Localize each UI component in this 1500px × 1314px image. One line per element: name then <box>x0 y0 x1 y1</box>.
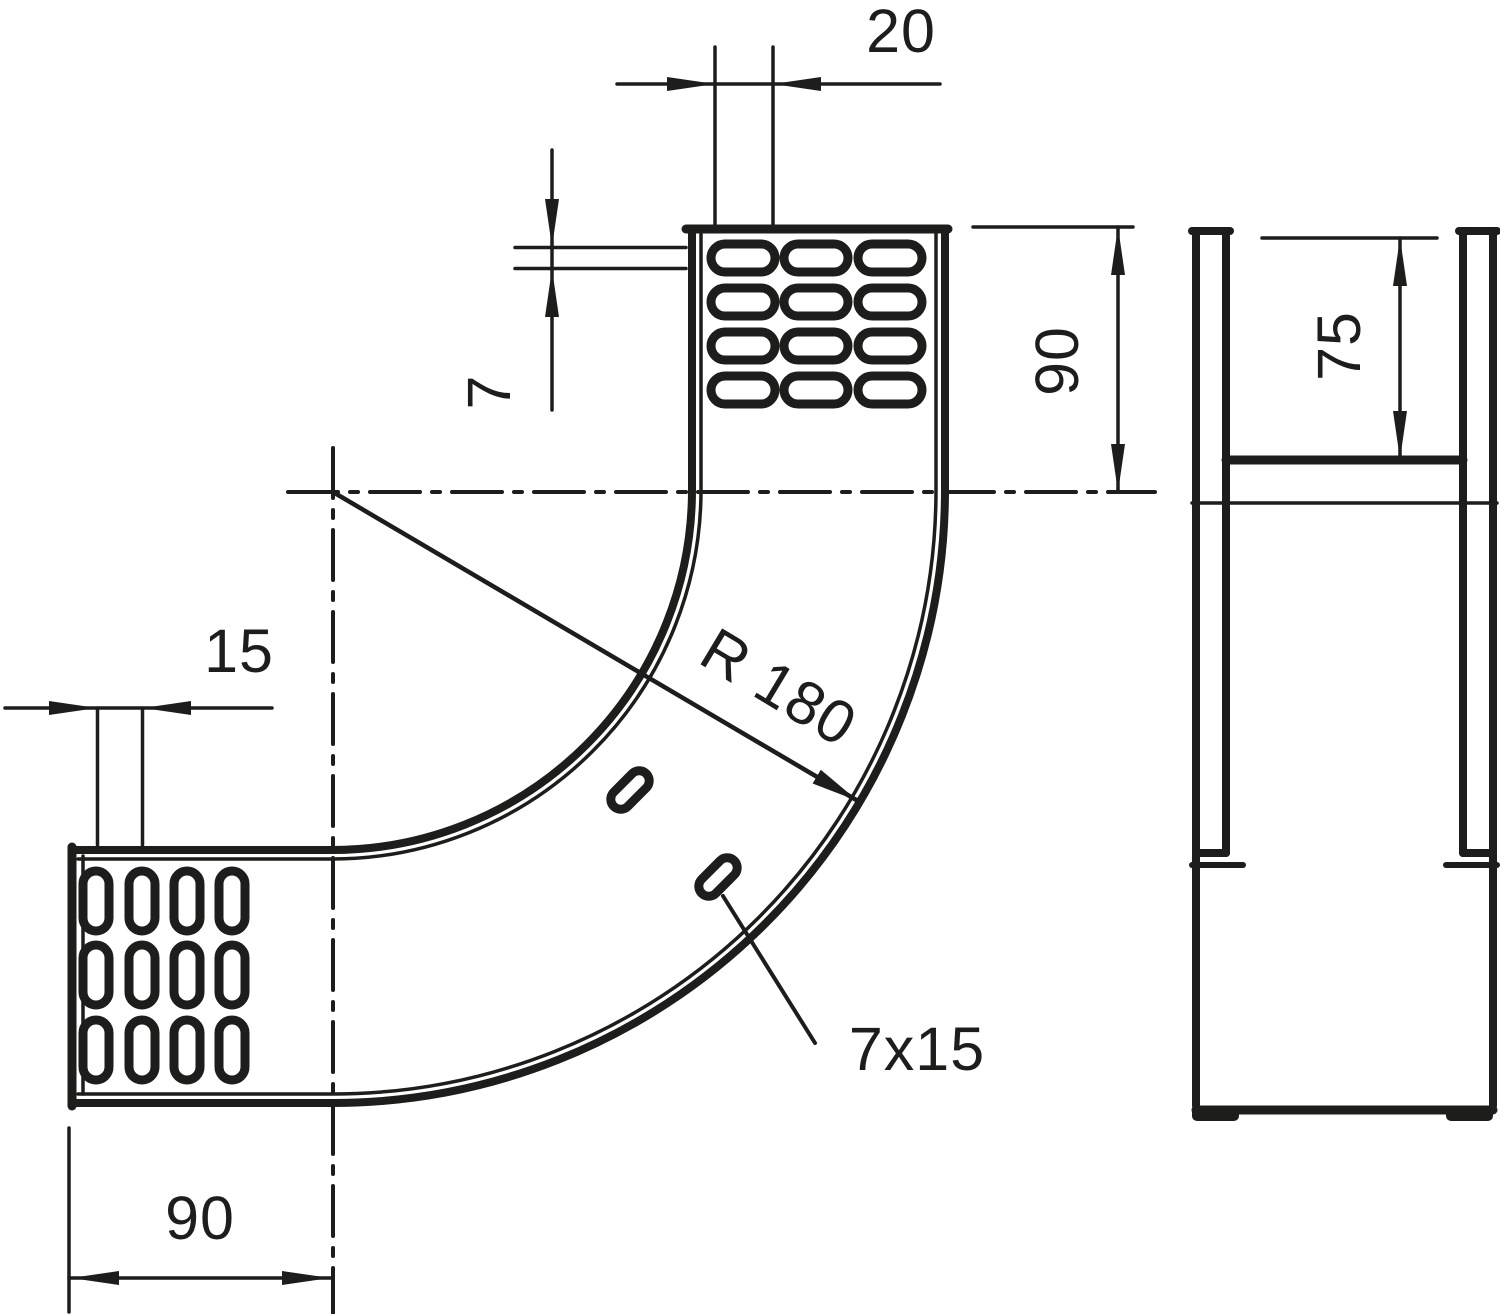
inner-wall-thick <box>68 227 696 854</box>
side-arrowheads <box>1393 238 1407 459</box>
side-feet <box>1192 1106 1493 1121</box>
centerlines <box>286 446 1157 1314</box>
radius-line <box>330 489 861 804</box>
dim-bend-radius <box>330 489 861 804</box>
tray-perforations <box>78 866 250 1085</box>
dim-slot-height <box>513 148 688 412</box>
dim-label-slot-length: 20 <box>866 0 936 65</box>
outer-wall-thin <box>76 231 938 1096</box>
dim-label-inner-depth: 75 <box>1305 311 1373 381</box>
side-right-rail <box>1443 227 1500 1110</box>
inner-wall-thin <box>76 231 703 861</box>
main-view <box>3 45 1157 1314</box>
bend-slots <box>606 766 742 901</box>
dimension-labels: 20 7 90 15 90 R 180 7x15 75 <box>165 0 1373 1252</box>
dim-label-bend-radius: R 180 <box>690 615 869 760</box>
riser-perforations <box>706 239 927 409</box>
bend-slot-callout <box>721 894 817 1045</box>
dim-label-riser-width: 90 <box>1023 326 1091 396</box>
leader-line <box>721 894 817 1045</box>
bend-slot-size-label: 7x15 <box>849 1015 985 1083</box>
side-left-rail <box>1188 227 1246 1110</box>
dim-slot-pitch <box>3 706 274 847</box>
side-view <box>1188 227 1500 1121</box>
dim-slot-length <box>615 45 942 227</box>
outer-wall-thick <box>68 227 949 1107</box>
dim-label-slot-height: 7 <box>455 375 523 410</box>
dim-label-slot-pitch: 15 <box>204 617 274 685</box>
arrowheads <box>49 77 1125 1285</box>
bend-body <box>67 224 953 1111</box>
dim-label-tray-width: 90 <box>165 1184 235 1252</box>
